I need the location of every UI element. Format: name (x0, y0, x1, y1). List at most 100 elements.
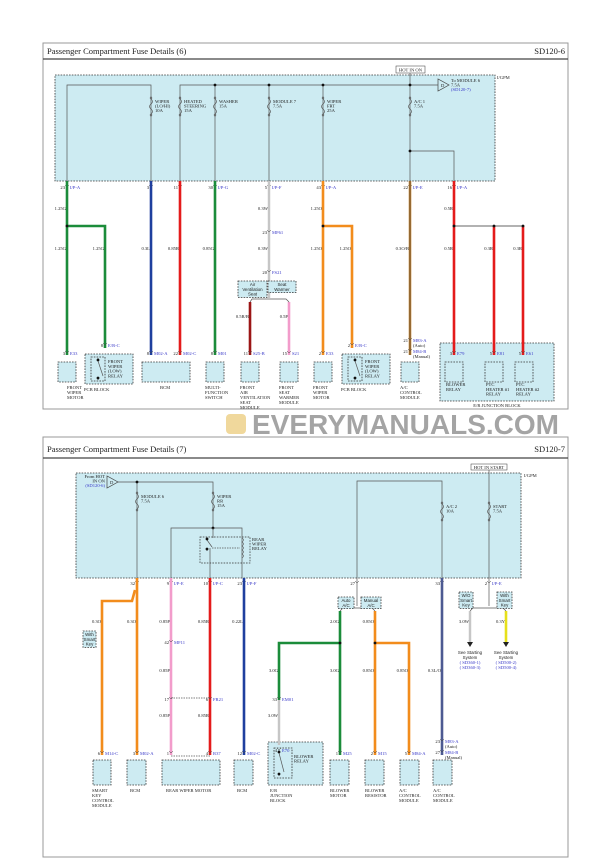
connector-id: R37 (213, 751, 221, 756)
fuse-terminal (178, 113, 182, 117)
pin-terminal-icon (320, 350, 326, 354)
fuse-label: 7.5A (414, 104, 424, 109)
option-label: A/C (342, 603, 349, 608)
connector-id: I/P-E (174, 581, 184, 586)
connector-id: M84-A (412, 751, 426, 756)
fuse-terminal (408, 113, 412, 117)
pin-number: 2 (319, 351, 322, 356)
fuse-terminal (135, 508, 139, 512)
pin-terminal-icon (177, 350, 183, 354)
component-name: MODULE (92, 803, 112, 808)
connector-id: MF11 (174, 640, 186, 645)
junction-dot (205, 537, 209, 541)
pin-number: 6 (206, 697, 209, 702)
wire-spec-label: 0.85P (159, 713, 170, 718)
pin-number: 1 (336, 751, 339, 756)
component-box (364, 759, 385, 786)
fuse-terminal (321, 113, 325, 117)
fuse-label: FRT (327, 104, 335, 109)
relay-label: (LOW) (108, 369, 122, 374)
component-box (233, 759, 254, 786)
junction-dot (96, 358, 100, 362)
connector-note: (Auto) (445, 744, 458, 749)
relay-label: WIPER (365, 364, 380, 369)
wire-spec-label: 0.85R (168, 246, 180, 251)
fuse-label: WIPER (217, 494, 232, 499)
to-module-label: To MODULE 6 (451, 78, 481, 83)
fuse-terminal (135, 491, 139, 495)
from-label: From HOT (84, 474, 105, 479)
fuse-icon (408, 96, 412, 117)
connector-id: M02-C (247, 751, 260, 756)
see-reference-link: ( SD500-2) (496, 660, 517, 665)
fuse-label: 15A (184, 108, 193, 113)
circuit-line (356, 480, 443, 578)
component-name: AIR (240, 390, 249, 395)
option-label: Auto (341, 598, 351, 603)
option-label: Key (501, 603, 509, 608)
component-name: MODULE (240, 405, 260, 410)
wire-spec-label: 0.5R (444, 206, 454, 211)
fuse-terminal (149, 96, 153, 100)
component-box (126, 759, 147, 786)
junction-dot (521, 224, 525, 228)
pin-number: 3 (450, 351, 453, 356)
wire-spec-label: 2.0G (330, 619, 340, 624)
relay-label: FRONT (365, 359, 380, 364)
wire-spec-label: 1.25G (93, 246, 105, 251)
pin-terminal-icon (520, 350, 526, 354)
pin-terminal-icon (407, 348, 413, 352)
circuit-line (179, 84, 438, 181)
component-box (313, 361, 333, 383)
component-name: A/C (433, 788, 441, 793)
connector-id: I/P-A (326, 185, 337, 190)
fuse-terminal (267, 96, 271, 100)
wire-spec-label: 0.5R (444, 246, 454, 251)
connector-id: M84-B (445, 750, 458, 755)
component-name: WIPER (313, 390, 328, 395)
component-name: MODULE (279, 400, 299, 405)
connector-id: I/P-E (413, 185, 423, 190)
pin-terminal-icon (99, 750, 105, 754)
fuse-icon (487, 501, 491, 522)
junction-dot (96, 376, 100, 380)
panel-2-title: Passenger Compartment Fuse Details (7) (47, 444, 186, 454)
pin-terminal-icon (212, 350, 218, 354)
connector-id: E81 (497, 351, 505, 356)
fuse-terminal (408, 96, 412, 100)
watermark-logo (226, 414, 246, 434)
pin-number: 1 (167, 751, 170, 756)
arrow-down-icon (467, 642, 473, 647)
option-label: W/O (462, 593, 471, 598)
pin-number: 27 (350, 581, 355, 586)
wire-spec-label: 0.3O/B (396, 246, 409, 251)
circuit-line (410, 150, 455, 181)
pin-terminal-icon (439, 749, 445, 753)
fuse-label: WASHER (219, 99, 239, 104)
see-reference-link: ( SD360-3) (460, 665, 481, 670)
relay-box (484, 361, 504, 383)
connector-id: FR21 (213, 697, 224, 702)
fuse-terminal (213, 96, 217, 100)
junction-dot (321, 83, 325, 87)
connector-id: E70 (282, 748, 290, 753)
component-name: BLOWER (365, 788, 385, 793)
relay-label: REAR (252, 537, 265, 542)
pin-number: 30 (208, 185, 213, 190)
component-box (399, 759, 420, 786)
pin-number: 17 (164, 697, 169, 702)
component-name: BLOWER (446, 382, 466, 387)
connector-id: M02-C (183, 351, 196, 356)
pin-terminal-icon (276, 747, 282, 751)
component-name: CONTROL (92, 798, 114, 803)
pin-number: 12 (237, 751, 242, 756)
option-label: Ventilation (242, 287, 263, 292)
component-name: MOTOR (67, 395, 84, 400)
pin-number: 2 (485, 581, 488, 586)
connector-id: I/P-F (247, 581, 257, 586)
gpm-box (54, 74, 496, 182)
connector-id: I/P-E (492, 581, 502, 586)
pin-number: 2 (371, 751, 374, 756)
option-manual-ac (360, 596, 382, 610)
